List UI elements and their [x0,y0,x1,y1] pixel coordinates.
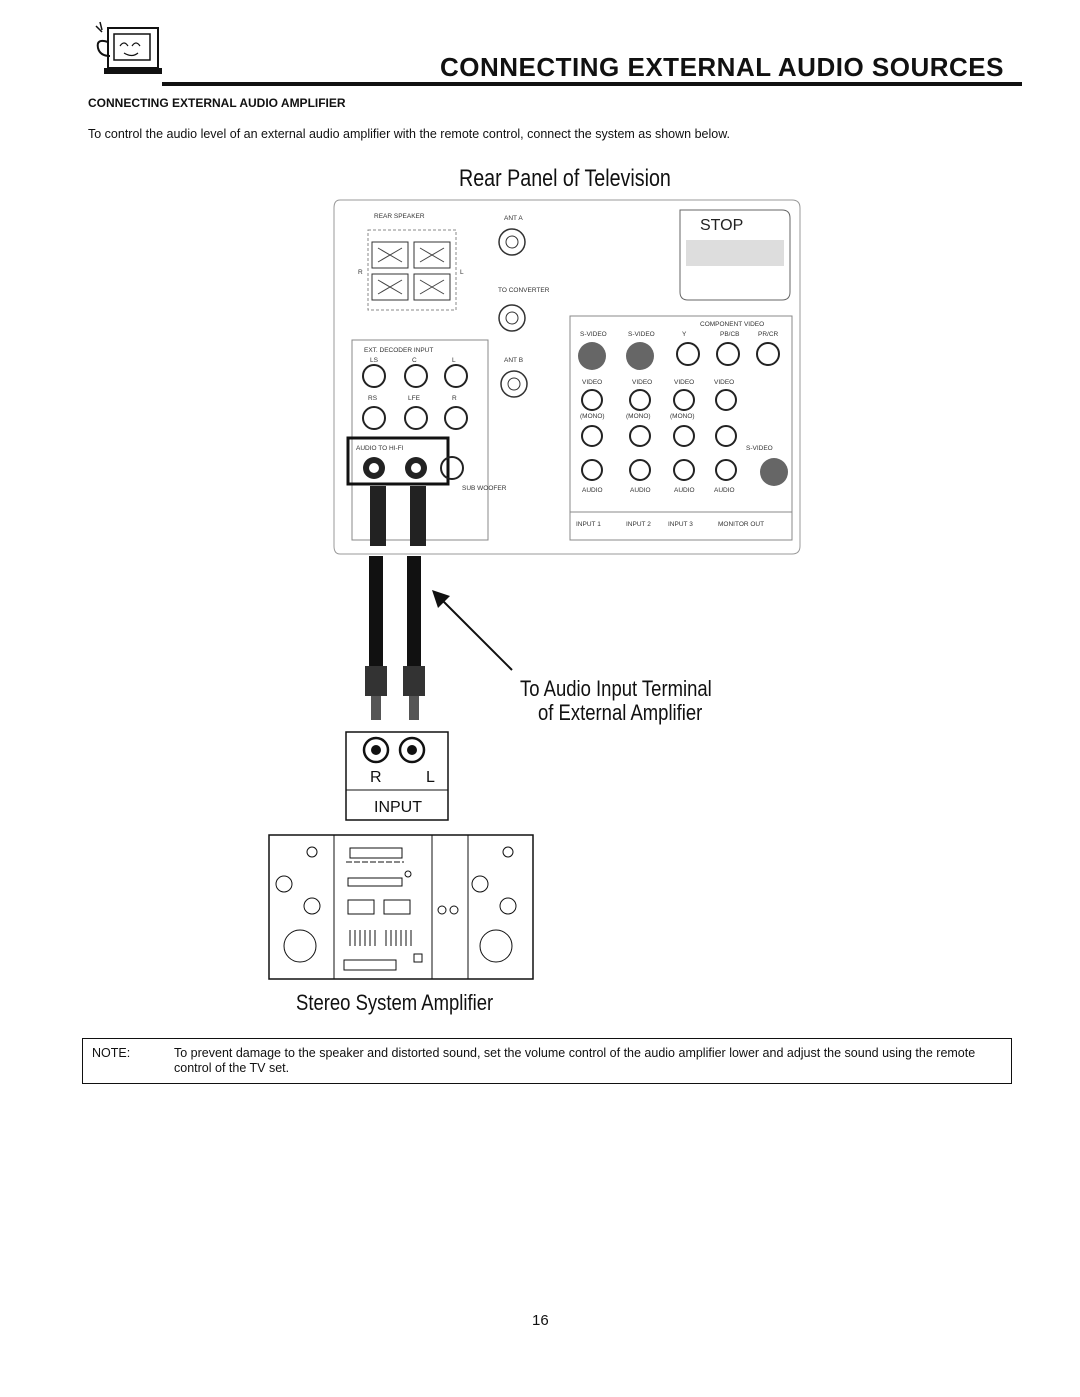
svg-text:VIDEO: VIDEO [714,379,734,386]
to-converter-label: TO CONVERTER [498,287,550,294]
svg-text:R: R [452,395,457,402]
svg-text:VIDEO: VIDEO [674,379,694,386]
tv-mascot-icon [95,21,162,74]
svg-text:R: R [358,269,363,276]
note-label: NOTE: [92,1046,131,1060]
rear-panel-diagram: REAR SPEAKER R L ANT A TO CONVERTER ANT … [333,199,801,555]
section-title: CONNECTING EXTERNAL AUDIO AMPLIFIER [88,96,346,110]
header-rule [162,82,1022,86]
svg-text:(MONO): (MONO) [670,413,695,420]
ext-decoder-label: EXT. DECODER INPUT [364,347,433,354]
amp-input-label: INPUT [374,799,422,816]
ant-a-label: ANT A [504,215,523,222]
amp-input-block: R L INPUT [345,731,449,821]
svg-text:(MONO): (MONO) [580,413,605,420]
svg-text:S-VIDEO: S-VIDEO [628,331,655,338]
amp-input-r: R [370,769,382,786]
note-box [82,1038,1012,1084]
svg-text:AUDIO: AUDIO [714,487,735,494]
page-number: 16 [532,1312,549,1329]
terminal-label-line1: To Audio Input Terminal [520,676,712,701]
svg-text:(MONO): (MONO) [626,413,651,420]
intro-text: To control the audio level of an externa… [88,127,731,141]
svg-text:L: L [452,357,456,364]
sub-woofer-label: SUB WOOFER [462,485,507,492]
ant-b-label: ANT B [504,357,523,364]
rear-speaker-block: REAR SPEAKER R L [358,213,464,311]
svg-text:RS: RS [368,395,378,402]
svg-text:VIDEO: VIDEO [582,379,602,386]
audio-to-hifi-block: AUDIO TO HI-FI SUB WOOFER [346,436,507,492]
pointer-arrow [432,590,513,671]
svg-text:AUDIO: AUDIO [630,487,651,494]
note-text: To prevent damage to the speaker and dis… [174,1046,976,1075]
svg-text:VIDEO: VIDEO [632,379,652,386]
rear-speaker-label: REAR SPEAKER [374,213,425,220]
svg-text:COMPONENT VIDEO: COMPONENT VIDEO [700,321,764,328]
stop-label: STOP [700,217,743,234]
stereo-system-illustration [268,834,534,980]
stop-warning: STOP [679,209,791,301]
terminal-label-line2: of External Amplifier [538,700,703,725]
rear-panel-title: Rear Panel of Television [459,165,671,192]
amp-input-l: L [426,769,435,786]
svg-text:S-VIDEO: S-VIDEO [746,445,773,452]
svg-text:LFE: LFE [408,395,421,402]
audio-cables [365,556,425,720]
page-title: CONNECTING EXTERNAL AUDIO SOURCES [440,52,1004,82]
svg-text:INPUT 3: INPUT 3 [668,521,693,528]
svg-text:LS: LS [370,357,379,364]
stereo-system-label: Stereo System Amplifier [296,990,494,1015]
svg-text:INPUT 2: INPUT 2 [626,521,651,528]
svg-text:Y: Y [682,331,687,338]
svg-text:S-VIDEO: S-VIDEO [580,331,607,338]
svg-text:AUDIO: AUDIO [674,487,695,494]
audio-to-hifi-label: AUDIO TO HI-FI [356,445,404,452]
av-io-block: S-VIDEO S-VIDEO COMPONENT VIDEO Y PB/CB … [569,315,793,541]
svg-text:L: L [460,269,464,276]
svg-text:C: C [412,357,417,364]
svg-text:INPUT 1: INPUT 1 [576,521,601,528]
svg-text:PB/CB: PB/CB [720,331,740,338]
svg-text:PR/CR: PR/CR [758,331,779,338]
svg-text:MONITOR OUT: MONITOR OUT [718,521,764,528]
svg-text:AUDIO: AUDIO [582,487,603,494]
